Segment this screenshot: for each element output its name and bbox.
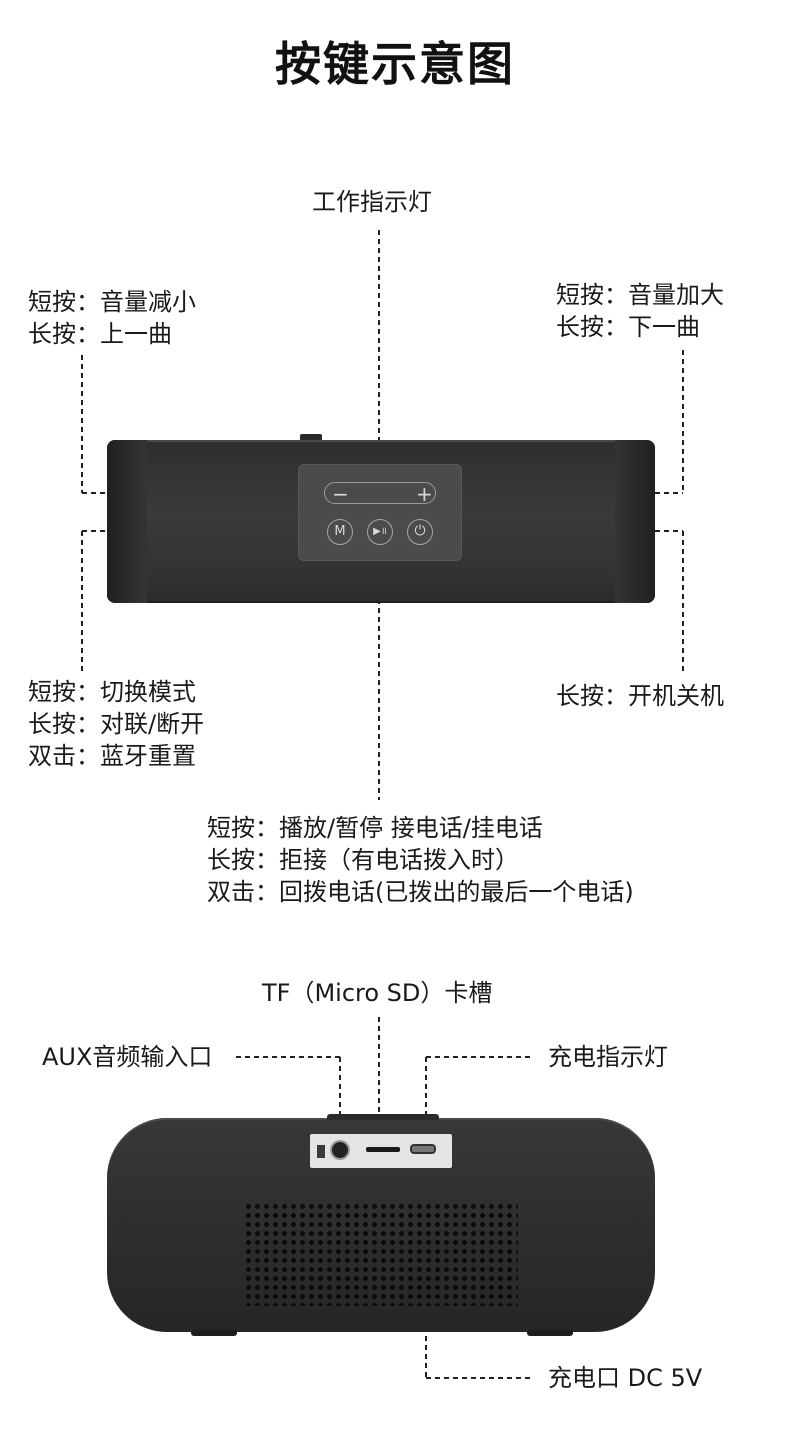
aux-jack[interactable] <box>332 1142 348 1158</box>
tf-card-slot[interactable] <box>366 1147 400 1152</box>
minus-icon[interactable]: − <box>332 482 349 506</box>
minus-button-description: 短按：音量减小 长按：上一曲 <box>28 286 196 350</box>
play-pause-button[interactable]: ▶॥ <box>367 519 393 545</box>
indicator-label: 工作指示灯 <box>312 188 432 216</box>
mode-long-press: 长按：对联/断开 <box>28 710 205 738</box>
speaker-top-tab <box>300 434 322 440</box>
plus-short-press: 短按：音量加大 <box>556 281 724 309</box>
speaker-grille <box>244 1202 518 1306</box>
plus-long-press: 长按：下一曲 <box>556 313 700 341</box>
speaker-left-cap <box>107 440 147 603</box>
power-button[interactable]: ⏻ <box>407 519 433 545</box>
mode-short-press: 短按：切换模式 <box>28 678 196 706</box>
mode-button[interactable]: M <box>327 519 353 545</box>
charge-indicator-label: 充电指示灯 <box>548 1043 668 1071</box>
mode-double-click: 双击：蓝牙重置 <box>28 742 196 770</box>
aux-label: AUX音频输入口 <box>42 1043 213 1071</box>
page-title: 按键示意图 <box>275 37 515 91</box>
speaker-right-cap <box>615 440 655 603</box>
control-panel: − + M ▶॥ ⏻ <box>298 464 462 561</box>
speaker-foot-left <box>191 1330 237 1336</box>
switch-slot <box>317 1145 325 1158</box>
mode-button-description: 短按：切换模式 长按：对联/断开 双击：蓝牙重置 <box>28 676 204 772</box>
power-button-description: 长按：开机关机 <box>556 680 724 712</box>
port-panel <box>310 1134 452 1168</box>
power-long-press: 长按：开机关机 <box>556 682 724 710</box>
charge-port-label: 充电口 DC 5V <box>548 1364 703 1392</box>
play-double-click: 双击：回拨电话(已拨出的最后一个电话) <box>207 878 634 906</box>
plus-icon[interactable]: + <box>416 482 433 506</box>
play-button-description: 短按：播放/暂停 接电话/挂电话 长按：拒接（有电话拨入时） 双击：回拨电话(已… <box>207 812 634 908</box>
minus-short-press: 短按：音量减小 <box>28 288 196 316</box>
plus-button-description: 短按：音量加大 长按：下一曲 <box>556 279 724 343</box>
speaker-top-view: − + M ▶॥ ⏻ <box>107 434 655 603</box>
usb-charge-port[interactable] <box>410 1144 436 1154</box>
speaker-back-view <box>107 1114 655 1336</box>
speaker-back-top-tab <box>327 1114 439 1120</box>
speaker-foot-right <box>527 1330 573 1336</box>
minus-long-press: 长按：上一曲 <box>28 320 172 348</box>
play-short-press: 短按：播放/暂停 接电话/挂电话 <box>207 814 543 842</box>
tf-slot-label: TF（Micro SD）卡槽 <box>262 979 493 1007</box>
volume-rocker <box>324 482 436 504</box>
play-long-press: 长按：拒接（有电话拨入时） <box>207 846 519 874</box>
